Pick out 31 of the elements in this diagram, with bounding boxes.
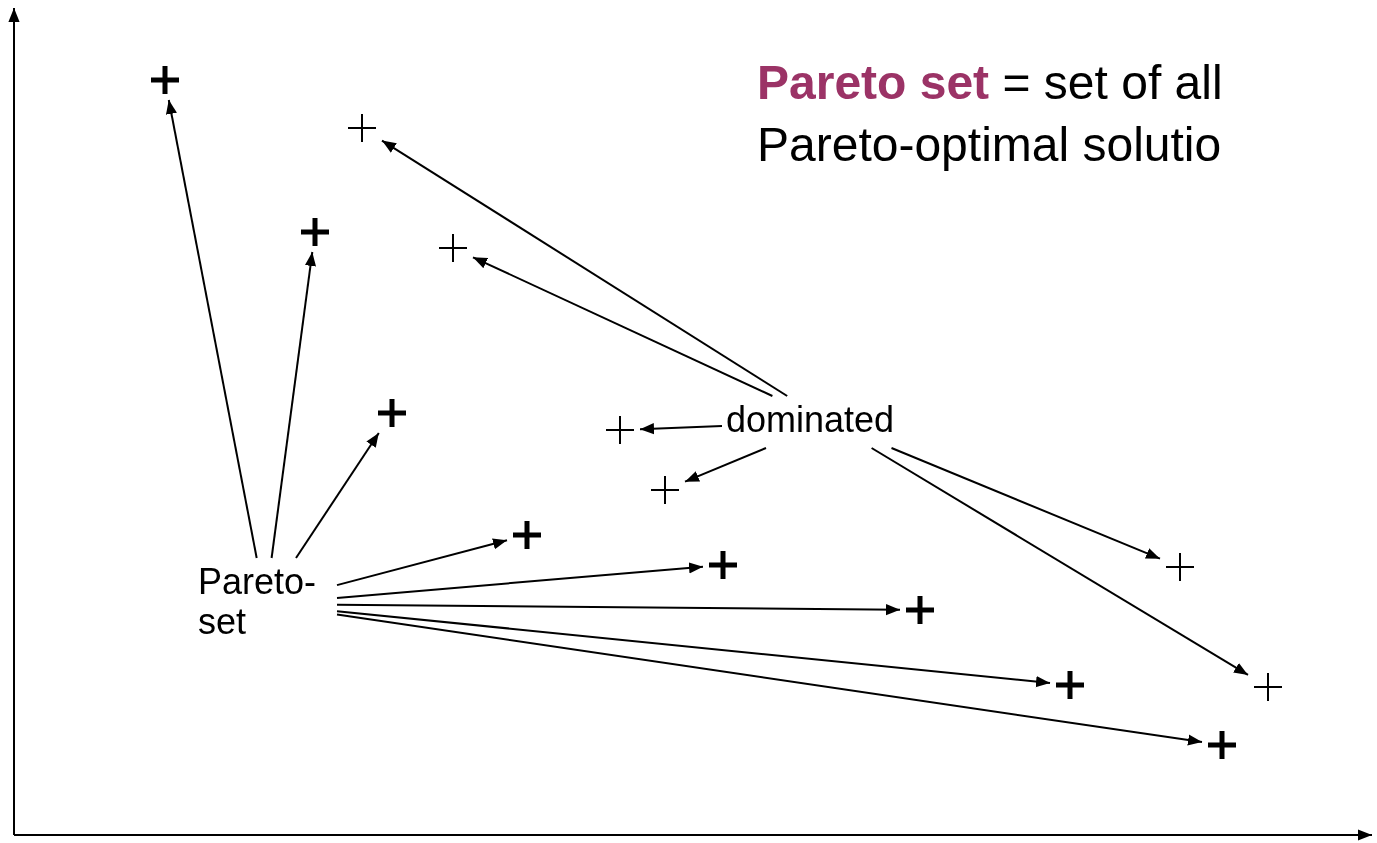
plus-marker — [511, 519, 543, 551]
arrow — [639, 423, 723, 435]
arrow — [336, 613, 1203, 746]
arrow — [684, 447, 767, 483]
plus-marker — [1054, 669, 1086, 701]
plus-marker — [604, 414, 636, 446]
arrow — [336, 603, 901, 616]
arrow — [295, 432, 380, 559]
arrow — [336, 562, 704, 599]
arrow — [336, 538, 508, 587]
plus-marker — [649, 474, 681, 506]
point-label: Pareto- set — [198, 562, 333, 642]
definition-note: Pareto set = set of all Pareto-optimal solutio — [757, 55, 1224, 173]
plus-marker — [707, 549, 739, 581]
arrow — [270, 251, 316, 559]
plus-marker — [376, 397, 408, 429]
arrow — [381, 139, 789, 397]
arrow — [890, 447, 1161, 560]
plus-marker — [904, 594, 936, 626]
plus-marker — [1252, 671, 1284, 703]
plus-marker — [1206, 729, 1238, 761]
arrow — [870, 447, 1249, 676]
arrow — [165, 99, 258, 559]
point-label: dominated — [726, 400, 931, 440]
plus-marker — [346, 112, 378, 144]
arrow — [472, 256, 774, 397]
plus-marker — [437, 232, 469, 264]
plus-marker — [149, 64, 181, 96]
arrow — [336, 610, 1051, 688]
plus-marker — [299, 216, 331, 248]
plus-marker — [1164, 551, 1196, 583]
